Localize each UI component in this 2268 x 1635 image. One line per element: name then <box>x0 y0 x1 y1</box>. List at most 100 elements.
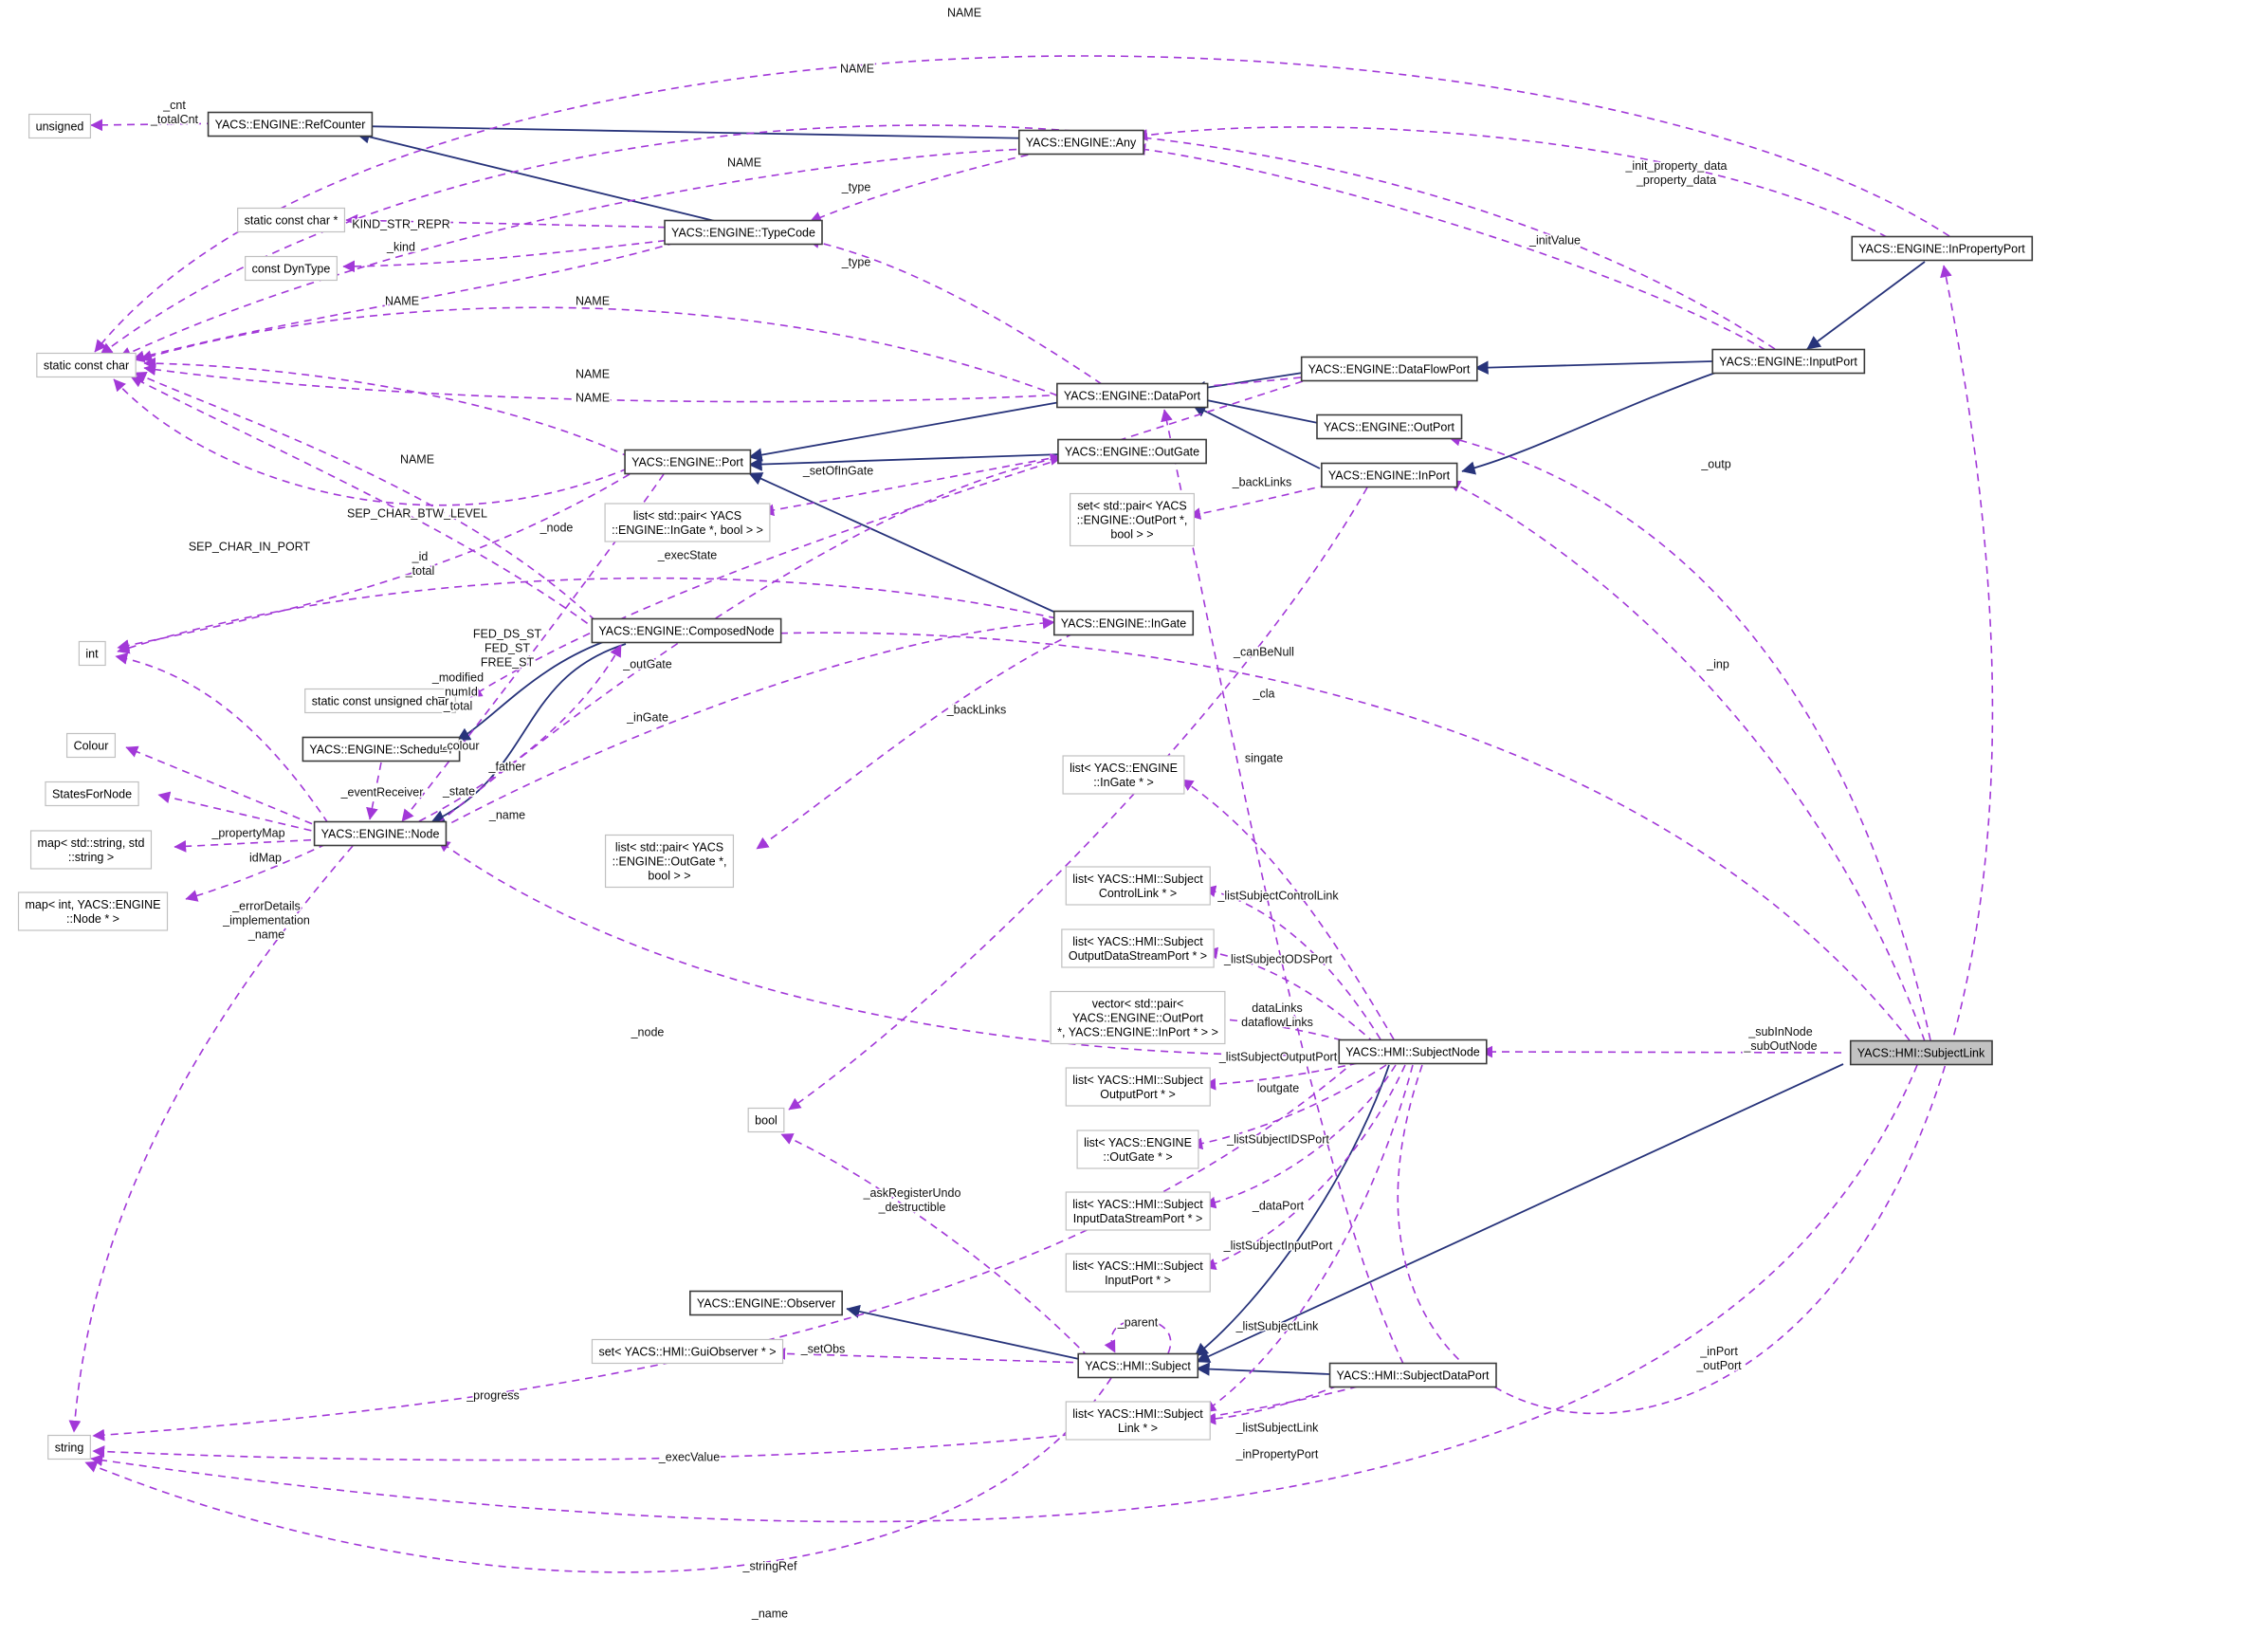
svg-text:YACS::ENGINE::DataPort: YACS::ENGINE::DataPort <box>1064 390 1201 403</box>
usage-edge <box>119 148 1031 358</box>
svg-text:YACS::HMI::SubjectDataPort: YACS::HMI::SubjectDataPort <box>1337 1369 1490 1383</box>
svg-text:YACS::ENGINE::DataFlowPort: YACS::ENGINE::DataFlowPort <box>1308 363 1471 377</box>
svg-text:YACS::HMI::SubjectLink: YACS::HMI::SubjectLink <box>1857 1047 1985 1060</box>
edge-label: _kind <box>386 241 415 254</box>
usage-edge <box>1448 480 1926 1042</box>
usage-edge <box>1161 409 1404 1365</box>
class-node-typecode[interactable]: YACS::ENGINE::TypeCode <box>664 219 823 246</box>
class-node-any[interactable]: YACS::ENGINE::Any <box>1017 129 1144 156</box>
inheritance-edge <box>846 1304 1080 1360</box>
class-node-node[interactable]: YACS::ENGINE::Node <box>313 820 448 847</box>
class-node-box <box>1062 755 1185 795</box>
edge-label: _listSubjectODSPort <box>1223 953 1332 966</box>
class-node-box <box>689 1290 843 1316</box>
class-node-box <box>1052 610 1195 636</box>
svg-text:YACS::ENGINE::InPort: YACS::ENGINE::InPort <box>1328 469 1451 483</box>
edge-label: _colour <box>440 740 480 753</box>
class-node-colour: Colour <box>65 732 117 759</box>
class-node-scheduler[interactable]: YACS::ENGINE::Scheduler <box>302 736 461 762</box>
class-node-inpropertyport[interactable]: YACS::ENGINE::InPropertyPort <box>1851 235 2034 262</box>
usage-edge <box>1104 1318 1172 1354</box>
edge-label: _setObs <box>800 1343 846 1356</box>
class-node-box <box>1077 1352 1199 1379</box>
class-node-dataport[interactable]: YACS::ENGINE::DataPort <box>1056 382 1209 409</box>
svg-text:list< YACS::ENGINE::InGate * >: list< YACS::ENGINE::InGate * > <box>1070 762 1178 789</box>
class-node-subjectlink: YACS::HMI::SubjectLink <box>1849 1039 1993 1066</box>
svg-text:YACS::ENGINE::InGate: YACS::ENGINE::InGate <box>1061 617 1187 631</box>
usage-edge <box>780 1133 1089 1358</box>
edge-label: idMap <box>249 852 282 865</box>
usage-edge <box>807 236 1103 385</box>
class-node-box <box>302 736 461 762</box>
inheritance-edge <box>456 636 617 742</box>
class-node-inputport[interactable]: YACS::ENGINE::InputPort <box>1711 348 1866 375</box>
edge-label: _backLinks <box>1232 476 1292 489</box>
svg-text:static const char *: static const char * <box>245 214 338 228</box>
usage-edge <box>100 124 1776 356</box>
edge-label: _listSubjectInputPort <box>1223 1240 1333 1253</box>
edge-label: _outGate <box>622 658 671 671</box>
inheritance-edge <box>1192 404 1321 469</box>
inheritance-edge <box>748 472 1061 615</box>
svg-text:Colour: Colour <box>74 740 109 753</box>
class-node-outgate[interactable]: YACS::ENGINE::OutGate <box>1057 438 1207 465</box>
edge-label: _errorDetails_implementation_name <box>222 900 310 942</box>
svg-text:map< int, YACS::ENGINE::Node *: map< int, YACS::ENGINE::Node * > <box>26 898 161 926</box>
usage-edge <box>437 453 1063 824</box>
svg-text:set< std::pair< YACS::ENGINE::: set< std::pair< YACS::ENGINE::OutPort *,… <box>1077 500 1188 542</box>
usage-edge <box>130 376 610 640</box>
class-node-subjectdataport[interactable]: YACS::HMI::SubjectDataPort <box>1328 1362 1497 1388</box>
edge-label: _listSubjectControlLink <box>1216 890 1339 903</box>
class-node-bool: bool <box>747 1107 785 1133</box>
class-node-subject[interactable]: YACS::HMI::Subject <box>1077 1352 1199 1379</box>
svg-text:vector< std::pair<YACS::ENGINE: vector< std::pair<YACS::ENGINE::OutPort*… <box>1057 998 1218 1039</box>
class-node-outport[interactable]: YACS::ENGINE::OutPort <box>1316 413 1463 440</box>
class-node-refcounter[interactable]: YACS::ENGINE::RefCounter <box>207 111 374 138</box>
class-node-map-string-string: map< std::string, std::string > <box>29 830 153 870</box>
edge-label: _type <box>841 256 871 269</box>
class-node-int: int <box>78 640 106 667</box>
usage-edge <box>366 762 382 820</box>
svg-text:list< YACS::HMI::SubjectContro: list< YACS::HMI::SubjectControlLink * > <box>1072 873 1203 900</box>
class-node-list-pair-ingate: list< std::pair< YACS::ENGINE::InGate *,… <box>604 503 771 542</box>
class-node-box <box>1065 1401 1211 1441</box>
class-node-box <box>17 891 169 931</box>
class-node-box <box>604 503 771 542</box>
class-node-ingate[interactable]: YACS::ENGINE::InGate <box>1052 610 1195 636</box>
class-node-dataflowport[interactable]: YACS::ENGINE::DataFlowPort <box>1300 356 1478 382</box>
class-node-box <box>313 820 448 847</box>
edge-label: _listSubjectLink <box>1235 1422 1320 1435</box>
class-node-box <box>1851 235 2034 262</box>
edge-label: _progress <box>466 1389 520 1403</box>
edge-label: NAME <box>947 7 981 20</box>
inheritance-edge <box>430 643 627 823</box>
class-node-subjectnode[interactable]: YACS::HMI::SubjectNode <box>1338 1038 1488 1065</box>
class-node-observer[interactable]: YACS::ENGINE::Observer <box>689 1290 843 1316</box>
class-node-box <box>36 352 137 378</box>
class-node-box <box>1065 1253 1211 1293</box>
edge-label: _listSubjectIDSPort <box>1226 1133 1329 1147</box>
inheritance-edge <box>1196 1063 1844 1363</box>
class-node-composednode[interactable]: YACS::ENGINE::ComposedNode <box>591 617 782 644</box>
svg-text:set< YACS::HMI::GuiObserver *: set< YACS::HMI::GuiObserver * > <box>598 1346 776 1359</box>
usage-edge <box>1480 1045 1842 1058</box>
svg-text:StatesForNode: StatesForNode <box>52 788 132 801</box>
svg-text:list< YACS::HMI::SubjectOutput: list< YACS::HMI::SubjectOutputPort * > <box>1072 1074 1203 1101</box>
inheritance-edge <box>1192 372 1304 395</box>
class-node-port[interactable]: YACS::ENGINE::Port <box>624 449 752 475</box>
usage-edge <box>117 577 1057 654</box>
edge-label: _inp <box>1706 658 1729 671</box>
class-node-inport[interactable]: YACS::ENGINE::InPort <box>1321 462 1458 488</box>
svg-text:list< YACS::HMI::SubjectInputP: list< YACS::HMI::SubjectInputPort * > <box>1072 1259 1203 1287</box>
usage-edge <box>345 213 680 229</box>
class-node-box <box>47 1434 91 1460</box>
class-node-box <box>604 834 735 889</box>
class-node-box <box>1338 1038 1488 1065</box>
class-node-box <box>28 113 92 139</box>
usage-edge <box>437 839 1355 1056</box>
